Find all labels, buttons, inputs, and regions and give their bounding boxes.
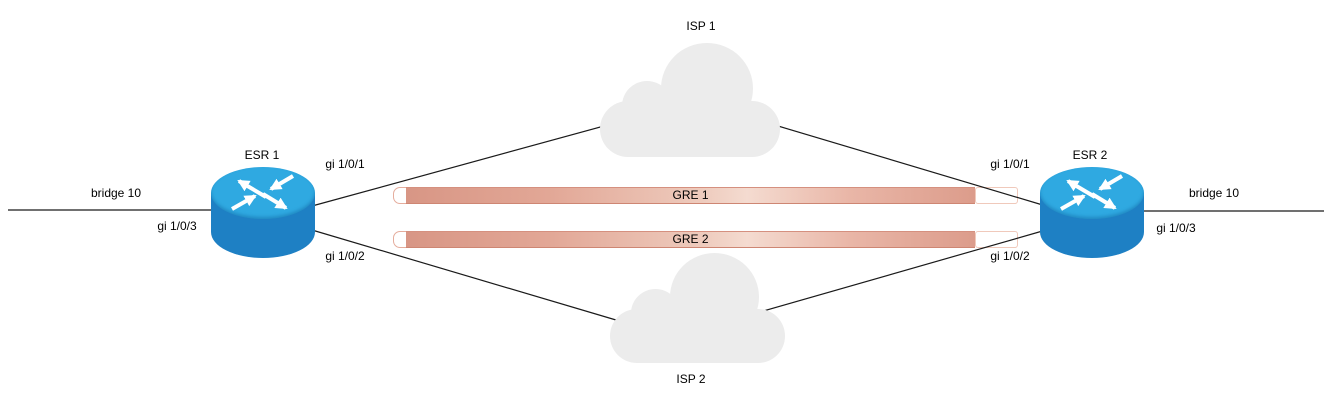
- link-isp1-esr2: [777, 125, 1047, 207]
- cloud-isp1: [600, 43, 780, 157]
- esr1-label: ESR 1: [244, 148, 280, 162]
- esr2-wan1-label: gi 1/0/1: [990, 157, 1030, 171]
- link-isp2-esr2: [759, 229, 1047, 313]
- esr1-wan1-label: gi 1/0/1: [325, 157, 365, 171]
- esr1-bridge-label: bridge 10: [90, 186, 142, 200]
- tunnel-gre2: GRE 2: [393, 231, 1018, 248]
- isp1-label: ISP 1: [686, 19, 716, 33]
- tunnel-gre1-body: [406, 187, 975, 204]
- tunnel-gre1-right-opening: [975, 187, 1018, 204]
- tunnel-gre2-body: [406, 231, 975, 248]
- router-arrows-icon: [1060, 174, 1124, 211]
- esr2-lan-label: gi 1/0/3: [1156, 221, 1196, 235]
- router-arrows-icon: [231, 174, 295, 211]
- esr1-lan-label: gi 1/0/3: [157, 219, 197, 233]
- router-esr1-top: [211, 167, 315, 219]
- router-esr1: [211, 167, 315, 258]
- esr1-wan2-label: gi 1/0/2: [325, 249, 365, 263]
- link-esr1-isp2: [311, 229, 617, 321]
- tunnel-gre2-label: GRE 2: [672, 232, 709, 246]
- tunnel-gre1-label: GRE 1: [672, 188, 709, 202]
- cloud-isp1-base: [600, 101, 780, 157]
- cloud-isp2-base: [610, 309, 785, 363]
- esr2-wan2-label: gi 1/0/2: [990, 249, 1030, 263]
- cloud-isp2: [610, 253, 785, 363]
- isp2-label: ISP 2: [676, 372, 706, 386]
- router-esr2-top: [1040, 167, 1144, 219]
- link-esr1-isp1: [311, 125, 605, 207]
- tunnel-gre1: GRE 1: [393, 187, 1018, 204]
- esr2-label: ESR 2: [1072, 148, 1108, 162]
- esr2-bridge-label: bridge 10: [1188, 186, 1240, 200]
- router-esr2: [1040, 167, 1144, 258]
- tunnel-gre2-right-opening: [975, 231, 1018, 248]
